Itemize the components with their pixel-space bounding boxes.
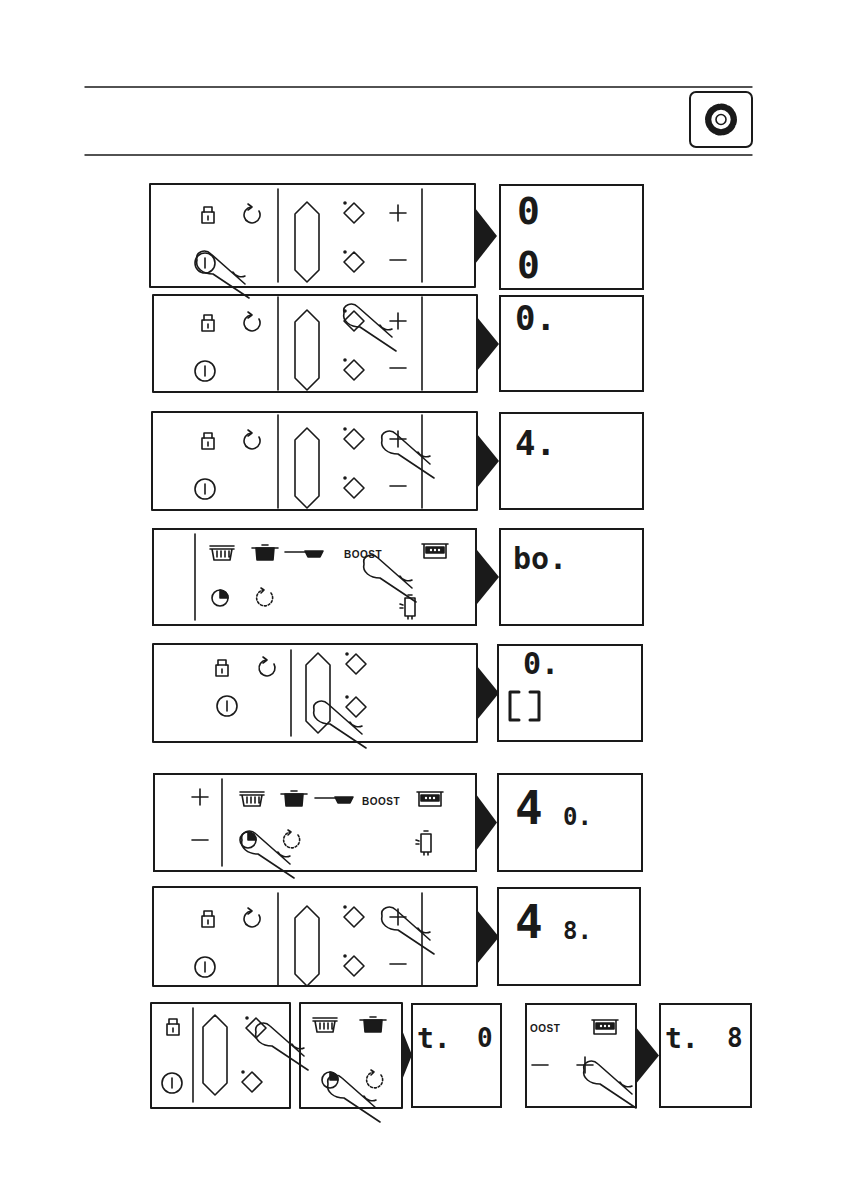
control-panel (153, 887, 499, 986)
button-label: BOOST (344, 550, 382, 560)
cooking-mode-icons (192, 779, 443, 878)
control-panel (150, 184, 497, 298)
bracket-segment-display (510, 692, 539, 720)
display-window: 0. (497, 644, 643, 742)
button-label: OOST (530, 1024, 560, 1034)
settings-icon (690, 92, 752, 147)
control-panel: BOOST (153, 773, 477, 872)
display-window: 0. (499, 295, 644, 392)
display-reading: 8. (563, 919, 592, 943)
display-reading: 0. (515, 301, 556, 335)
display-window: 00 (499, 184, 644, 290)
control-panel (300, 1003, 412, 1122)
control-panel (153, 295, 499, 392)
display-reading: 4 (515, 785, 543, 831)
display-reading: 4 (515, 899, 543, 945)
step-arrow (477, 796, 497, 850)
display-reading: 0 (517, 192, 540, 230)
display-reading: 4. (515, 426, 556, 460)
control-panel: OOST (525, 1003, 637, 1108)
control-panel (153, 644, 499, 748)
display-reading: 0 (517, 246, 540, 284)
display-window: bo. (499, 528, 644, 626)
step-arrow (637, 1029, 659, 1083)
display-reading: t. (665, 1025, 699, 1053)
display-window: t. 8 (659, 1003, 752, 1108)
display-reading: 0 (477, 1025, 493, 1051)
display-window: 4 0. (497, 773, 643, 872)
display-reading: t. (417, 1025, 451, 1053)
display-window: t. 0 (411, 1003, 502, 1108)
control-panel (152, 412, 499, 510)
button-label: BOOST (362, 797, 400, 807)
control-panel: BOOST (152, 528, 477, 626)
display-reading: bo. (513, 544, 567, 574)
display-window: 4 8. (497, 887, 641, 986)
step-arrow (477, 550, 499, 604)
header-rules (85, 87, 752, 155)
display-reading: 0. (563, 805, 592, 829)
display-reading: 8 (727, 1025, 743, 1051)
control-panel (151, 1003, 308, 1108)
cooking-mode-icons (195, 534, 448, 620)
display-window: 4. (499, 412, 644, 510)
display-reading: 0. (523, 649, 559, 679)
